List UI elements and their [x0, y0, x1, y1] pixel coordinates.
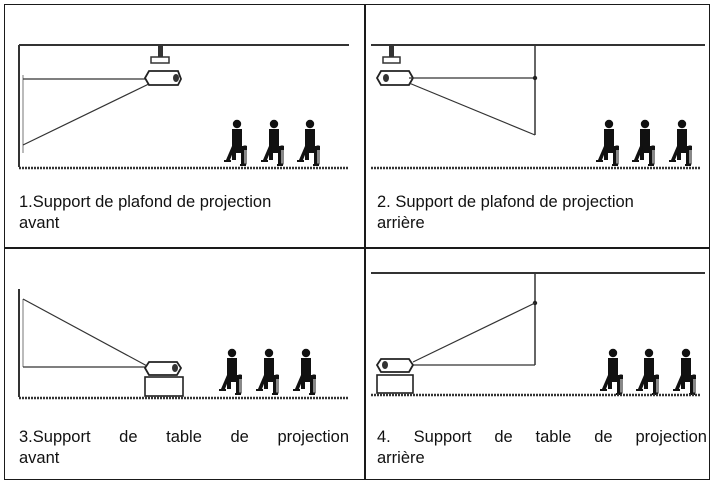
- caption-line: 3.Support de table de projection: [19, 428, 349, 446]
- row-divider: [5, 247, 709, 249]
- caption-line: avant: [19, 214, 60, 232]
- caption-line: arrière: [377, 449, 425, 467]
- front-ceiling-diagram: [17, 44, 351, 170]
- audience-figure-3: [672, 348, 697, 396]
- rear-ceiling-diagram: [369, 44, 705, 170]
- audience-figure-2: [255, 348, 280, 396]
- rear-table-diagram: [369, 272, 705, 397]
- audience-figure-1: [599, 348, 624, 396]
- column-divider: [364, 5, 366, 479]
- audience-figure-2: [260, 119, 285, 167]
- front-table-diagram: [17, 289, 351, 400]
- mounting-options-table: 1.Support de plafond de projection avant…: [4, 4, 710, 480]
- caption-line: arrière: [377, 214, 425, 232]
- audience-figure-2: [631, 119, 656, 167]
- caption-rear-table: 4. Support de table de projection arrièr…: [377, 427, 707, 469]
- cell-rear-ceiling: 2. Support de plafond de projection arri…: [365, 5, 711, 247]
- audience-figure-3: [296, 119, 321, 167]
- audience-figure-2: [635, 348, 660, 396]
- caption-front-ceiling: 1.Support de plafond de projection avant: [19, 192, 349, 234]
- caption-line: 4. Support de table de projection: [377, 428, 707, 446]
- caption-line: 2. Support de plafond de projection: [377, 193, 634, 211]
- caption-front-table: 3.Support de table de projection avant: [19, 427, 349, 469]
- audience-figure-3: [668, 119, 693, 167]
- caption-line: avant: [19, 449, 60, 467]
- caption-rear-ceiling: 2. Support de plafond de projection arri…: [377, 192, 707, 234]
- audience-figure-1: [218, 348, 243, 396]
- audience-figure-1: [595, 119, 620, 167]
- cell-front-ceiling: 1.Support de plafond de projection avant: [5, 5, 364, 247]
- audience-figure-1: [223, 119, 248, 167]
- cell-rear-table: 4. Support de table de projection arrièr…: [365, 249, 711, 481]
- audience-figure-3: [292, 348, 317, 396]
- cell-front-table: 3.Support de table de projection avant: [5, 249, 364, 481]
- caption-line: 1.Support de plafond de projection: [19, 193, 272, 211]
